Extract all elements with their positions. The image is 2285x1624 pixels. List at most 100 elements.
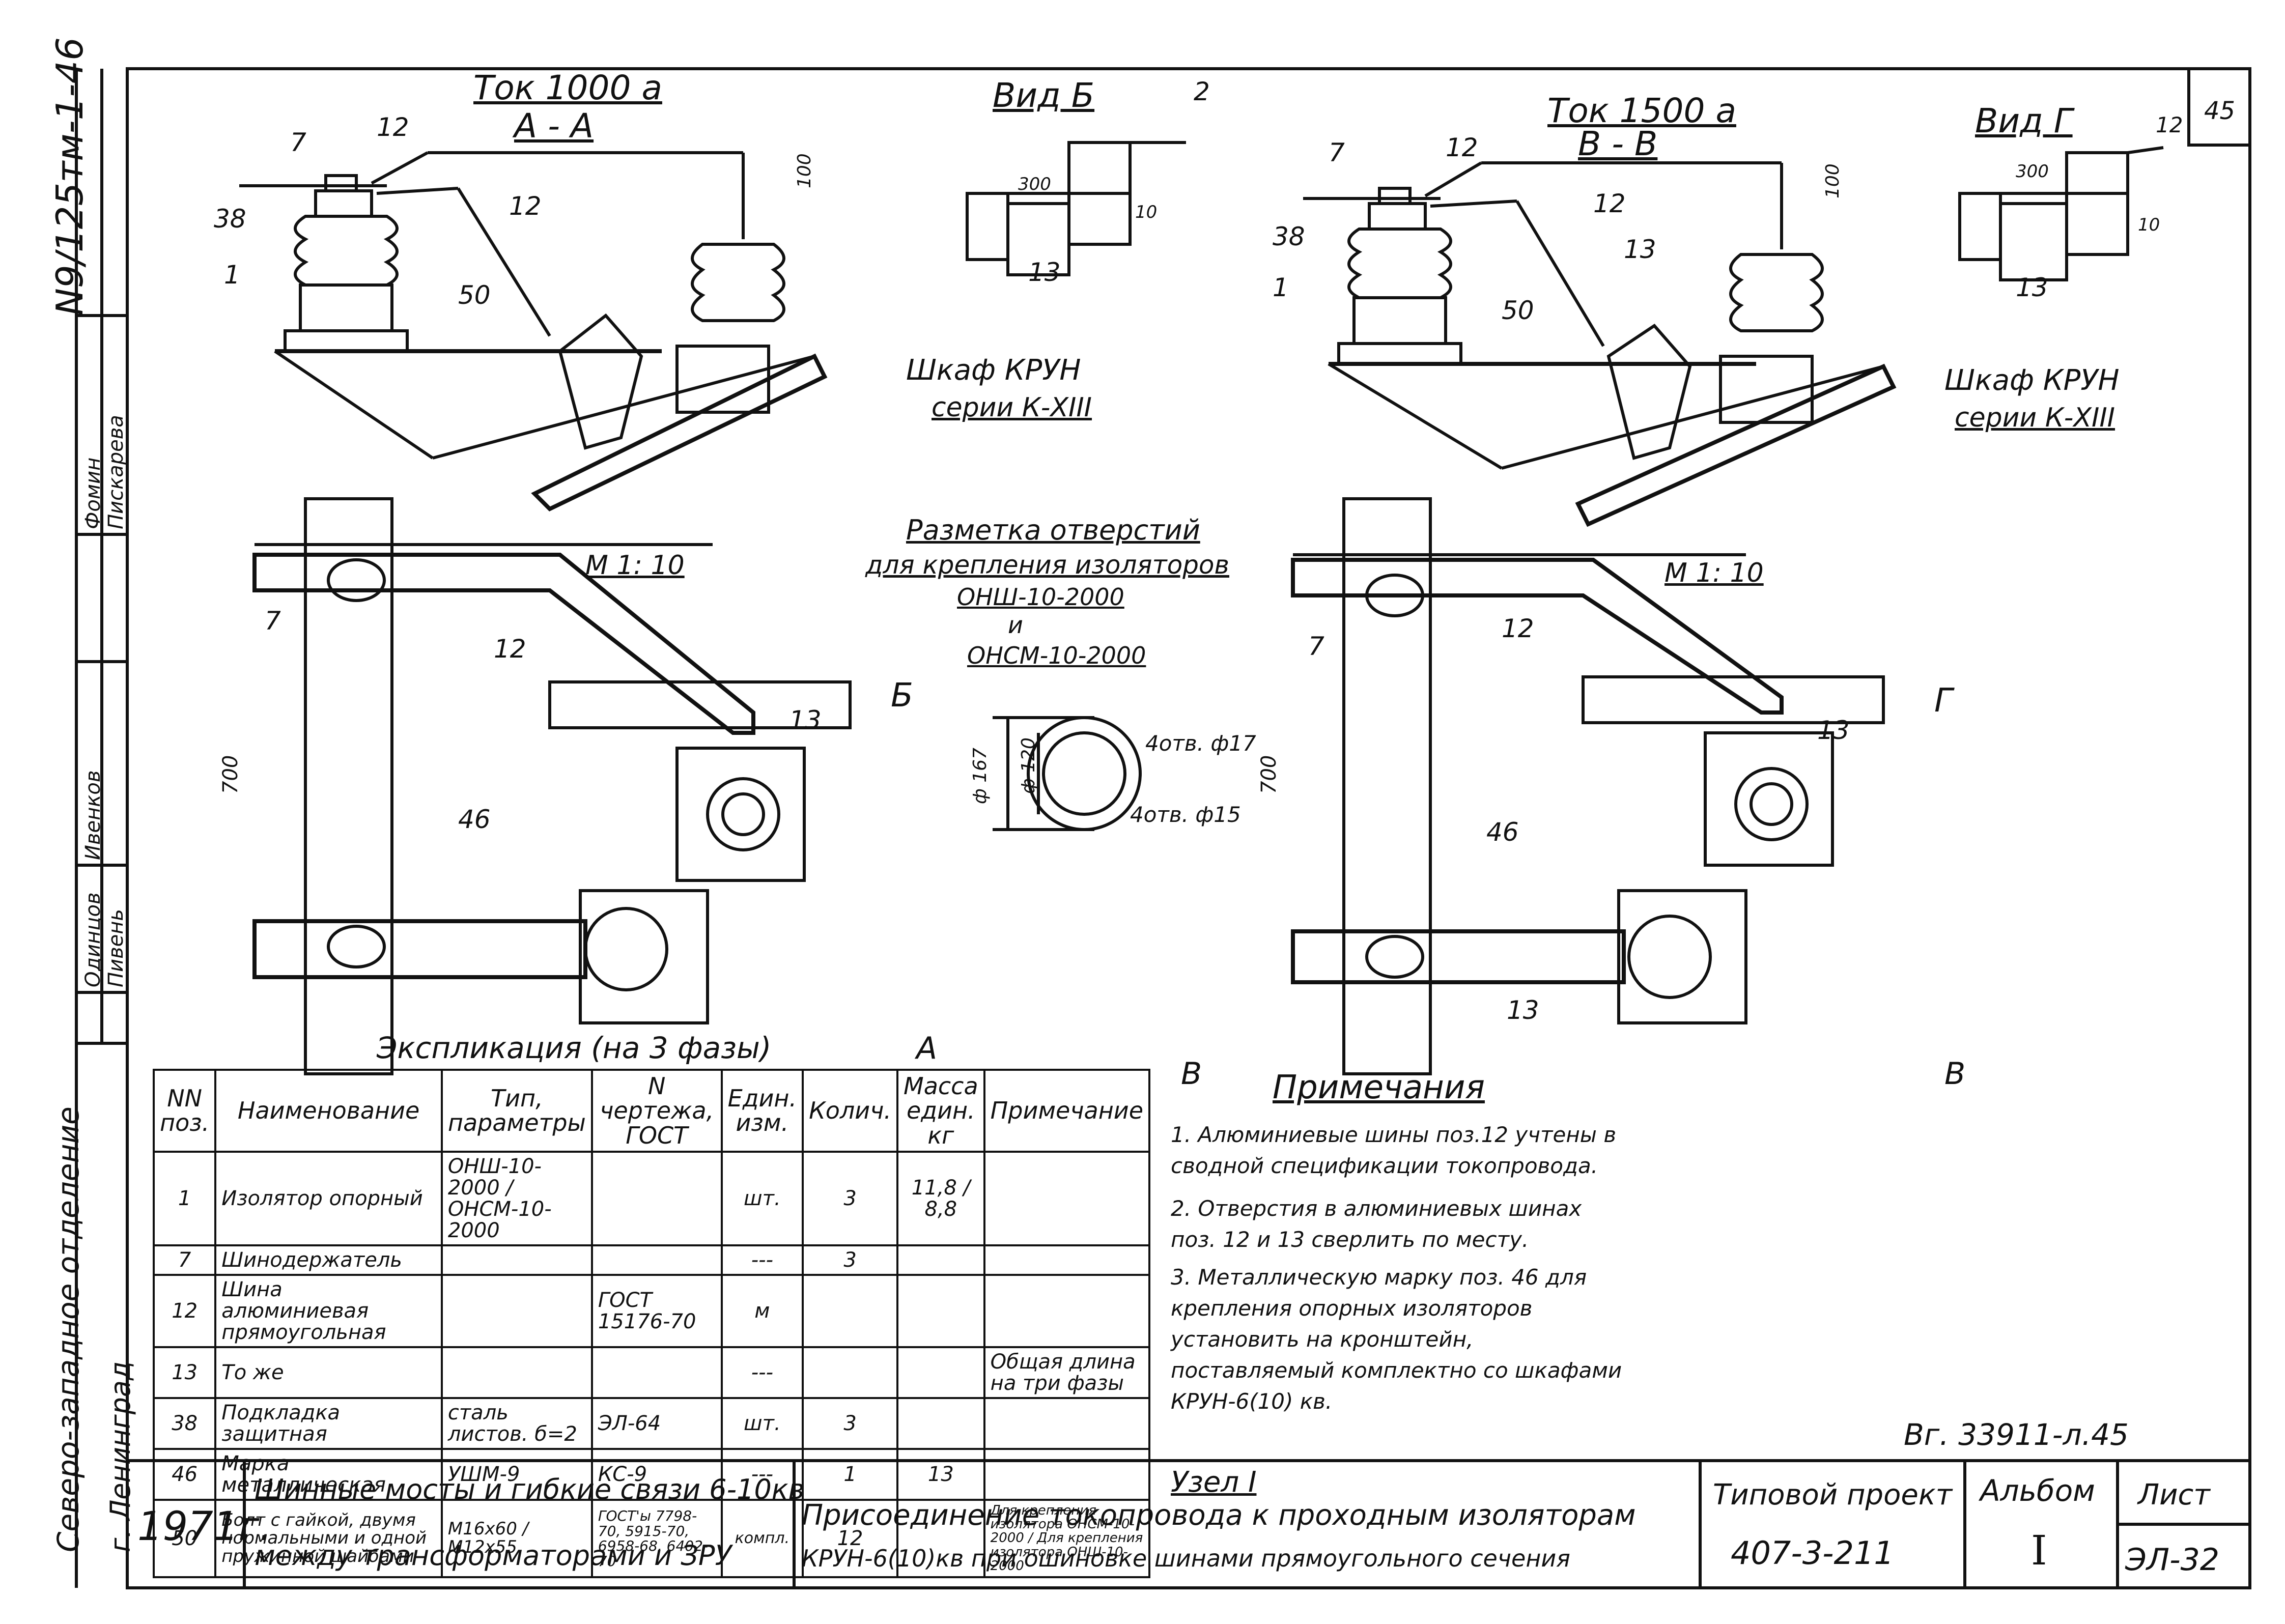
city-vertical: г. Ленинград — [104, 1361, 136, 1552]
dimension-label: 700 — [1257, 755, 1281, 794]
hole-dimension: ф 167 — [970, 748, 991, 804]
spec-cell: Изолятор опорный — [214, 1150, 443, 1246]
spec-cell: 3 — [802, 1150, 898, 1246]
spec-cell: М16х60 / М12х55 — [440, 1498, 593, 1579]
spec-cell: Болт с гайкой, двумя нормальными и одной… — [214, 1498, 443, 1579]
scale-label: М 1: 10 — [585, 550, 685, 581]
spec-cell: м — [720, 1273, 804, 1348]
spec-cell: --- — [720, 1447, 804, 1501]
callout: 38 — [214, 204, 246, 234]
spec-cell: Шинодержатель — [214, 1244, 443, 1276]
typical-project-label: Типовой проект — [1713, 1478, 1953, 1512]
callout: 7 — [1308, 632, 1324, 661]
view-g-drawing — [1958, 146, 2164, 281]
project-title: Шинные мосты и гибкие связи 6-10кв — [255, 1473, 805, 1505]
spec-cell: сталь листов. б=2 — [440, 1397, 593, 1450]
table-row: 50 Болт с гайкой, двумя нормальными и од… — [152, 1498, 1151, 1579]
hole-count-label: 4отв. ф15 — [1130, 802, 1241, 827]
holes-title: ОНШ-10-2000 — [957, 583, 1124, 611]
spec-cell: 1 — [802, 1447, 898, 1501]
spec-cell — [983, 1150, 1151, 1246]
table-row: 7 Шинодержатель --- 3 — [152, 1244, 1151, 1276]
spec-header: N чертежа, ГОСТ — [590, 1069, 723, 1153]
callout: 13 — [1507, 995, 1539, 1025]
callout: 1 — [224, 260, 240, 290]
spec-cell — [896, 1498, 985, 1579]
spec-cell — [983, 1273, 1151, 1348]
view-b-title: Вид Б — [993, 76, 1095, 115]
spec-header-row: NN поз. Наименование Тип, параметры N че… — [152, 1069, 1151, 1153]
note-item: 3. Металлическую марку поз. 46 для крепл… — [1171, 1265, 1622, 1414]
sheet-label: Лист — [2138, 1478, 2210, 1512]
hole-dimension: ф 120 — [1018, 737, 1039, 794]
dimension-label: 700 — [219, 755, 242, 794]
spec-cell: --- — [720, 1244, 804, 1276]
spec-cell: 3 — [802, 1397, 898, 1450]
spec-cell: ГОСТ'ы 7798-70, 5915-70, 6958-68, 6402-7… — [590, 1498, 723, 1579]
spec-cell: ГОСТ 15176-70 — [590, 1273, 723, 1348]
callout: 12 — [1446, 133, 1478, 162]
left-plan-drawing — [252, 497, 852, 1075]
drawing-number-vertical: N9/125тм-1-46 — [48, 37, 91, 316]
spec-cell: Общая длина на три фазы — [983, 1346, 1151, 1399]
callout: 46 — [458, 805, 491, 834]
table-row: 12 Шина алюминиевая прямоугольная ГОСТ 1… — [152, 1273, 1151, 1348]
callout: 7 — [265, 606, 281, 636]
table-row: 1 Изолятор опорный ОНШ-10-2000 / ОНСМ-10… — [152, 1150, 1151, 1246]
project-title: между трансформаторами и ЗРУ — [255, 1540, 732, 1572]
callout: 12 — [2156, 112, 2183, 137]
signature-name: Ивенков — [81, 770, 105, 860]
table-row: 38 Подкладка защитная сталь листов. б=2 … — [152, 1397, 1151, 1450]
sheet-frame — [126, 67, 2251, 1589]
corner-sheet-number: 45 — [2204, 97, 2236, 125]
spec-cell: 46 — [152, 1447, 217, 1501]
section-aa-title: Ток 1000 а — [473, 68, 662, 107]
spec-cell — [802, 1346, 898, 1399]
spec-header: NN поз. — [152, 1069, 217, 1153]
table-row: 13 То же --- Общая длина на три фазы — [152, 1346, 1151, 1399]
album-number: I — [2031, 1527, 2047, 1574]
spec-header: Един. изм. — [720, 1069, 804, 1153]
signature-name: Фомин — [81, 457, 105, 529]
album-label: Альбом — [1980, 1473, 2095, 1508]
spec-cell: Шина алюминиевая прямоугольная — [214, 1273, 443, 1348]
spec-header: Колич. — [802, 1069, 898, 1153]
spec-cell: КС-9 — [590, 1447, 723, 1501]
spec-cell: шт. — [720, 1150, 804, 1246]
section-aa-drawing — [239, 151, 828, 511]
section-aa-letters: А - А — [514, 106, 594, 146]
spec-header: Масса един. кг — [896, 1069, 985, 1153]
signature-name: Пискарева — [104, 415, 128, 529]
dimension-label: 300 — [1018, 174, 1051, 194]
spec-cell: Подкладка защитная — [214, 1397, 443, 1450]
callout: 7 — [1329, 138, 1345, 167]
spec-cell: УШМ-9 — [440, 1447, 593, 1501]
view-g-title: Вид Г — [1975, 101, 2073, 140]
spec-cell — [983, 1397, 1151, 1450]
organization-vertical: Северо-западное отделение — [51, 1106, 86, 1552]
callout: 12 — [494, 634, 526, 664]
signature-name: Одинцов — [81, 892, 105, 987]
node-label: Узел I — [1171, 1466, 1257, 1499]
callout: 7 — [290, 128, 306, 157]
spec-header: Наименование — [214, 1069, 443, 1153]
section-bb-letters: В - В — [1578, 124, 1658, 163]
callout: 1 — [1273, 273, 1289, 302]
spec-cell: 3 — [802, 1244, 898, 1276]
callout: 13 — [1624, 235, 1656, 264]
notes-title: Примечания — [1273, 1069, 1485, 1106]
spec-header: Примечание — [983, 1069, 1151, 1153]
holes-title: Разметка отверстий — [906, 514, 1200, 546]
spec-cell — [590, 1150, 723, 1246]
spec-cell: 1 — [152, 1150, 217, 1246]
spec-table: NN поз. Наименование Тип, параметры N че… — [152, 1069, 1151, 1579]
note-item: 1. Алюминиевые шины поз.12 учтены в свод… — [1171, 1122, 1617, 1178]
callout: 38 — [1273, 222, 1305, 251]
spec-cell — [896, 1397, 985, 1450]
sheet-title: КРУН-6(10)кв при ошиновке шинами прямоуг… — [802, 1545, 1570, 1572]
arrow-b-label: Б — [891, 677, 913, 715]
holes-title: ОНСМ-10-2000 — [967, 642, 1146, 669]
spec-cell: 7 — [152, 1244, 217, 1276]
spec-cell: ЭЛ-64 — [590, 1397, 723, 1450]
dimension-label: 100 — [1822, 163, 1843, 198]
